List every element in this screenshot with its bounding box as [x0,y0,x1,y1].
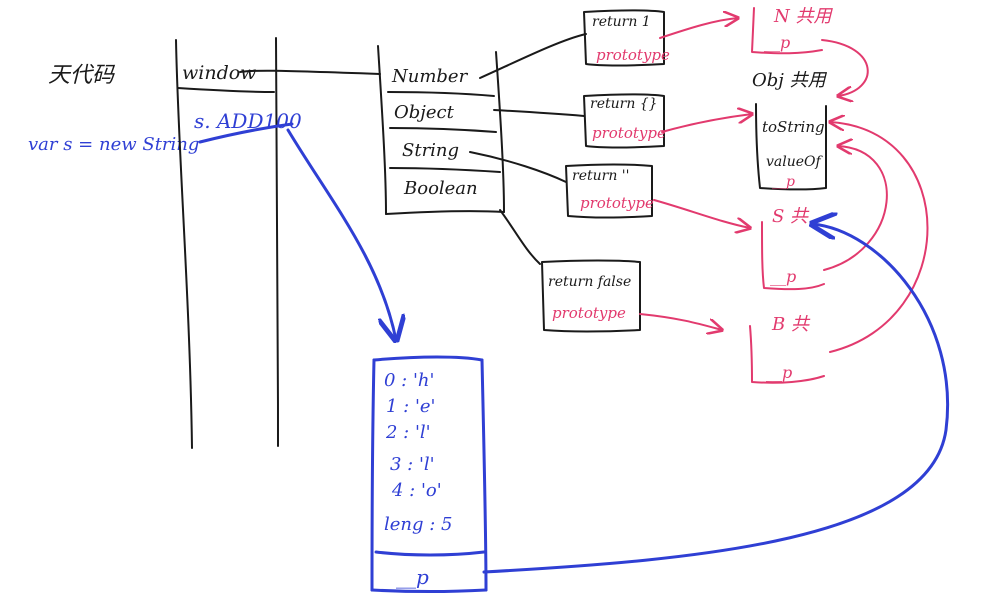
function-object [583,93,665,149]
function-boolean-body: return false [548,274,631,290]
boolean-prototype-label: B 共 [771,314,811,335]
heading: 天代码 [48,63,116,88]
address-to-instance-arrow [286,128,396,340]
function-number [583,9,665,67]
constructor-number: Number [391,66,469,87]
constructor-string: String [402,140,459,161]
prototype-arrows [639,18,752,330]
string-prototype-ref: __p [770,267,796,286]
instance-entry-3: 3 : 'l' [390,454,435,475]
global-stack [175,37,381,449]
object-prototype-ref: __p [772,174,795,190]
object-method-valueof: valueOf [766,154,824,170]
function-string-proto: prototype [580,194,654,212]
function-boolean [541,259,641,333]
window-label: window [182,62,256,84]
boolean-prototype-ref: __p [766,363,792,382]
function-string [565,163,653,219]
string-prototype-label: S 共 [772,206,810,227]
string-prototype [761,221,825,291]
constructor-connectors [469,33,587,265]
function-boolean-proto: prototype [552,304,626,322]
instance-entry-0: 0 : 'h' [384,370,434,391]
object-prototype-label: Obj 共用 [752,70,828,91]
number-to-object-arrow [821,39,869,96]
instance-proto-ref: __p [396,565,429,589]
number-prototype-ref: __p [764,33,790,52]
number-prototype-label: N 共用 [773,6,833,27]
instance-entry-4: 4 : 'o' [391,480,442,501]
object-prototype [755,103,828,191]
instance-entry-1: 1 : 'e' [386,396,436,417]
instance-to-string-prototype-arrow [482,224,949,574]
function-number-body: return 1 [592,14,651,30]
instance-entry-2: 2 : 'l' [385,422,431,443]
constructor-object: Object [394,102,455,123]
s-address-label: s. ADD100 [194,109,302,133]
number-prototype [751,7,823,55]
string-to-object-arrow [823,146,888,271]
function-object-body: return {} [590,96,658,112]
constructors-box [377,45,505,215]
function-object-proto: prototype [592,124,666,142]
new-string-statement: var s = new String [28,134,199,155]
boolean-prototype [749,325,825,384]
function-number-proto: prototype [596,46,670,64]
s-address-underline [198,122,294,144]
string-instance-box [370,355,488,593]
function-string-body: return '' [572,168,629,184]
instance-entry-length: leng : 5 [384,514,452,535]
object-method-tostring: toString [762,118,825,136]
constructor-boolean: Boolean [403,178,478,199]
boolean-to-object-arrow [830,122,929,353]
